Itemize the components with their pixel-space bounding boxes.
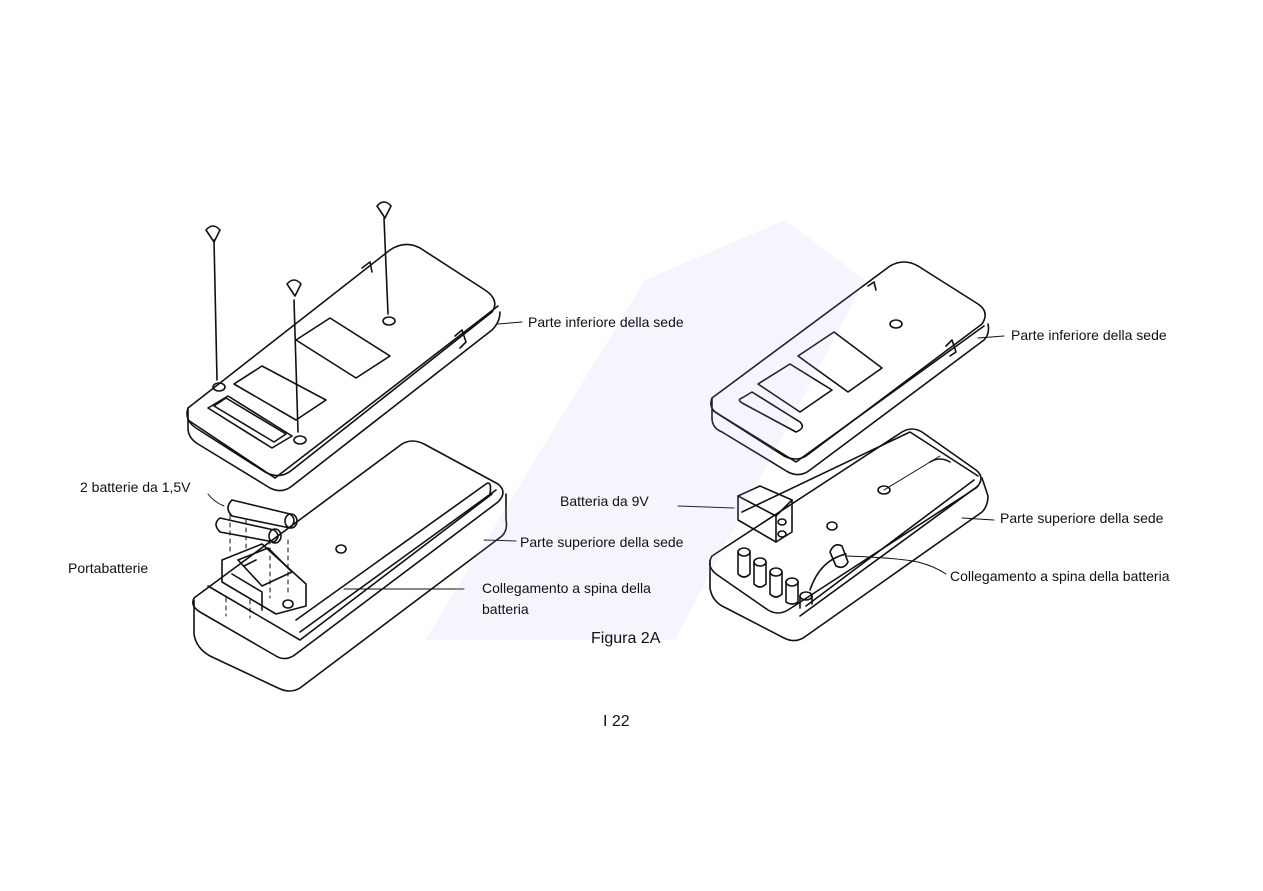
label-right-top-case: Parte superiore della sede [1000,510,1164,526]
right-bottom-case-shell [710,261,990,476]
page-number: I 22 [603,713,630,730]
label-left-batteries: 2 batterie da 1,5V [80,479,191,495]
figure-caption: Figura 2A [591,630,661,647]
left-leaders [207,321,523,590]
label-right-battery: Batteria da 9V [560,493,649,509]
screw-icon [376,201,392,315]
right-leaders [677,335,1005,575]
left-assembly [186,201,523,692]
label-left-plug-line1: Collegamento a spina della [482,580,651,596]
left-battery-cells [215,499,298,544]
label-right-bottom-case: Parte inferiore della sede [1011,327,1167,343]
label-left-bottom-case: Parte inferiore della sede [528,314,684,330]
label-left-top-case: Parte superiore della sede [520,534,684,550]
left-top-case-shell [192,440,508,692]
left-guide-lines [225,514,289,619]
right-9v-battery [737,485,793,543]
right-assembly [677,261,1005,642]
left-bottom-case-shell [186,243,501,492]
label-right-plug: Collegamento a spina della batteria [950,568,1170,584]
screw-icon [205,225,221,381]
label-left-plug-line2: batteria [482,601,529,617]
label-left-holder: Portabatterie [68,560,149,576]
right-top-case-shell [708,428,989,642]
left-battery-holder [221,543,307,615]
screw-icon [286,279,302,433]
